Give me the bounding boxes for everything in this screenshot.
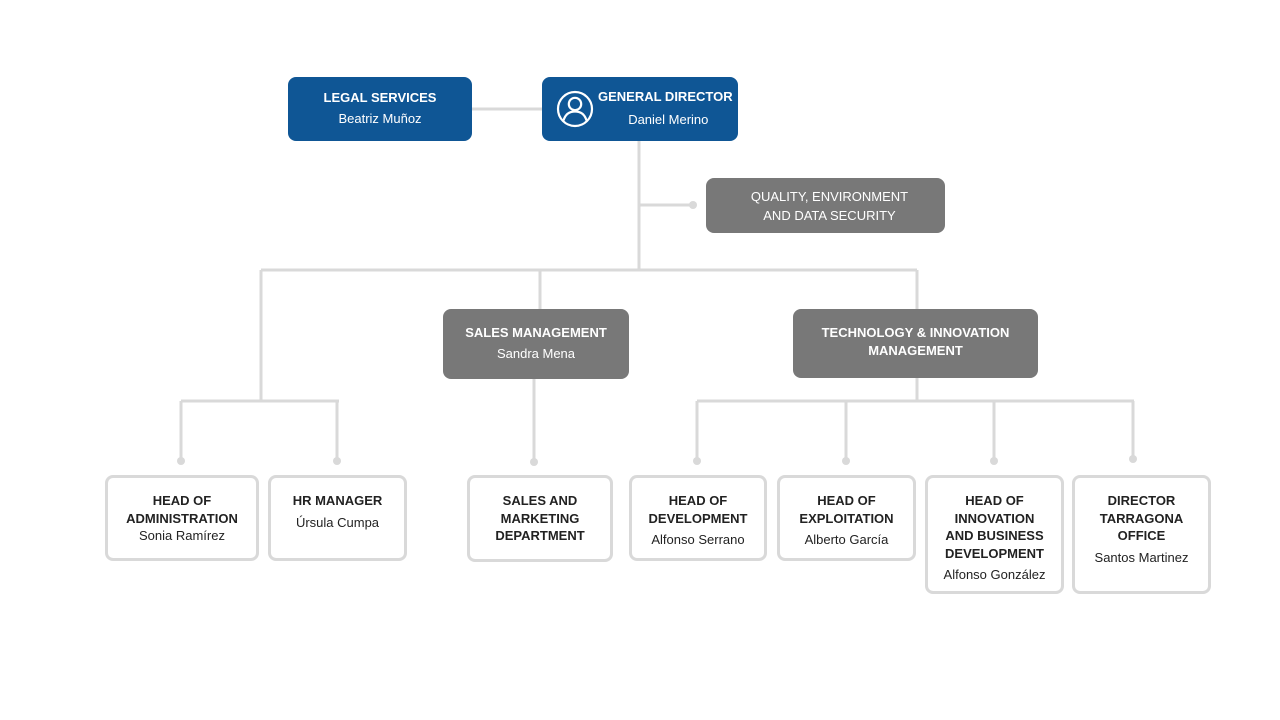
sales-marketing-department-box: SALES AND MARKETING DEPARTMENT	[467, 475, 613, 562]
quality-environment-box: QUALITY, ENVIRONMENT AND DATA SECURITY	[706, 178, 945, 233]
director-tarragona-box: DIRECTOR TARRAGONA OFFICE Santos Martine…	[1072, 475, 1211, 594]
head-development-title: HEAD OF DEVELOPMENT	[648, 493, 748, 526]
head-administration-name: Sonia Ramírez	[139, 528, 225, 543]
hr-manager-box: HR MANAGER Úrsula Cumpa	[268, 475, 407, 561]
connector-dot-head-exploitation	[842, 457, 850, 465]
legal-services-name: Beatriz Muñoz	[338, 110, 422, 126]
head-administration-box: HEAD OF ADMINISTRATION Sonia Ramírez	[105, 475, 259, 561]
head-innovation-box: HEAD OF INNOVATION AND BUSINESS DEVELOPM…	[925, 475, 1064, 594]
general-director-box: GENERAL DIRECTOR Daniel Merino	[542, 77, 738, 141]
head-innovation-name: Alfonso González	[943, 567, 1046, 582]
hr-manager-title: HR MANAGER	[292, 493, 383, 508]
person-circle-icon	[556, 90, 594, 128]
connector-dot-head-administration	[177, 457, 185, 465]
head-exploitation-name: Alberto García	[804, 532, 889, 547]
legal-services-title: LEGAL SERVICES	[323, 90, 437, 105]
sales-management-title: SALES MANAGEMENT	[465, 324, 607, 340]
head-exploitation-box: HEAD OF EXPLOITATION Alberto García	[777, 475, 916, 561]
general-director-title: GENERAL DIRECTOR	[598, 89, 733, 104]
hr-manager-name: Úrsula Cumpa	[295, 514, 380, 530]
head-development-box: HEAD OF DEVELOPMENT Alfonso Serrano	[629, 475, 767, 561]
head-development-name: Alfonso Serrano	[651, 532, 745, 547]
general-director-name: Daniel Merino	[628, 111, 709, 127]
head-exploitation-title: HEAD OF EXPLOITATION	[799, 493, 894, 526]
connector-dot-director-tarragona	[1129, 455, 1137, 463]
sales-management-name: Sandra Mena	[496, 346, 576, 361]
connector-dot-sales-marketing	[530, 458, 538, 466]
legal-services-box: LEGAL SERVICES Beatriz Muñoz	[288, 77, 472, 141]
head-innovation-title: HEAD OF INNOVATION AND BUSINESS DEVELOPM…	[945, 493, 1044, 561]
connector-dot-quality	[689, 201, 697, 209]
head-administration-title: HEAD OF ADMINISTRATION	[126, 493, 238, 526]
technology-innovation-management-box: TECHNOLOGY & INNOVATION MANAGEMENT	[793, 309, 1038, 378]
connector-dot-head-innovation	[990, 457, 998, 465]
connector-dot-head-development	[693, 457, 701, 465]
sales-management-box: SALES MANAGEMENT Sandra Mena	[443, 309, 629, 379]
connector-dot-hr-manager	[333, 457, 341, 465]
director-tarragona-name: Santos Martinez	[1094, 549, 1189, 565]
technology-innovation-management-title: TECHNOLOGY & INNOVATION MANAGEMENT	[821, 325, 1010, 358]
director-tarragona-title: DIRECTOR TARRAGONA OFFICE	[1099, 493, 1184, 543]
quality-environment-title: QUALITY, ENVIRONMENT AND DATA SECURITY	[750, 188, 909, 223]
sales-marketing-department-title: SALES AND MARKETING DEPARTMENT	[495, 493, 585, 543]
